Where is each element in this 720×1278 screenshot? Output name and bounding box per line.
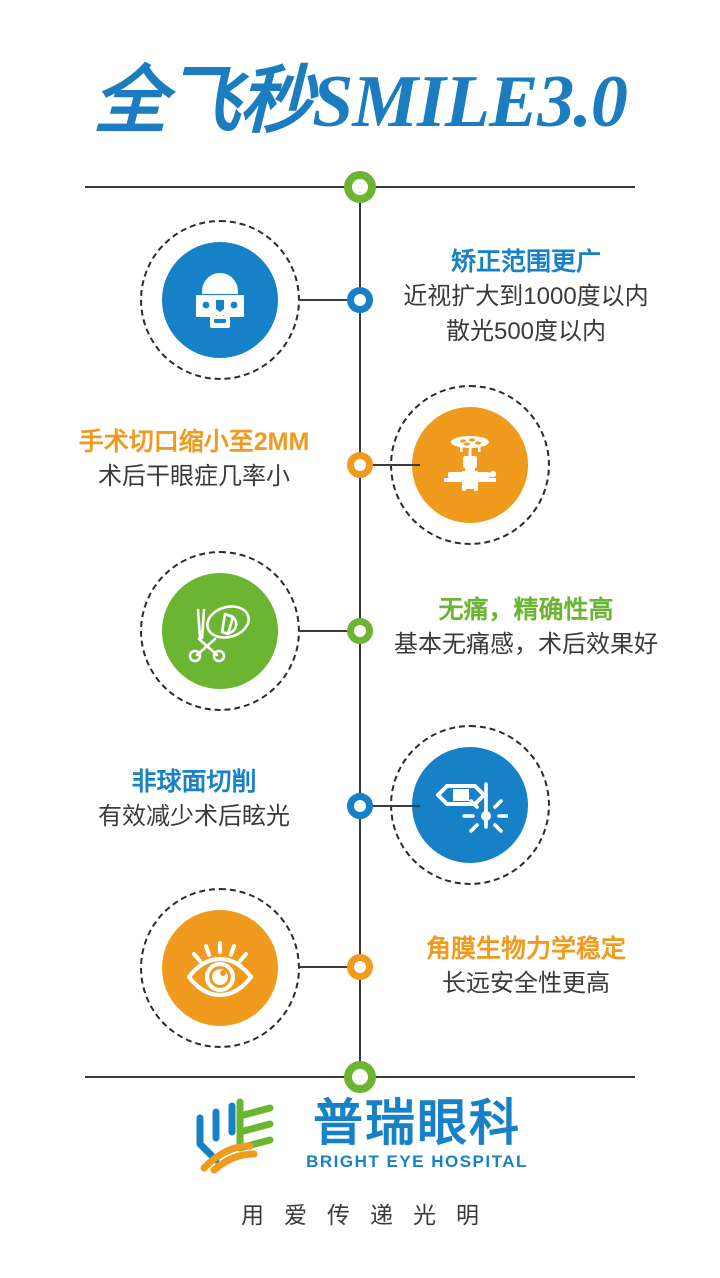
eye-with-lashes-icon xyxy=(162,910,278,1026)
timeline-node-5 xyxy=(347,954,373,980)
timeline-node-2 xyxy=(347,452,373,478)
timeline-node-3 xyxy=(347,618,373,644)
logo-text-block: 普瑞眼科 BRIGHT EYE HOSPITAL xyxy=(306,1095,528,1173)
timeline-node-4 xyxy=(347,793,373,819)
face-with-glasses-icon xyxy=(162,242,278,358)
logo-name-cn: 普瑞眼科 xyxy=(313,1095,521,1151)
feature-heading-5: 角膜生物力学稳定 xyxy=(425,935,626,963)
feature-text-5: 角膜生物力学稳定 长远安全性更高 xyxy=(376,932,676,1001)
feature-icon-2 xyxy=(390,385,550,545)
operating-room-icon xyxy=(412,407,528,523)
connector-3 xyxy=(300,630,360,632)
feature-line-5-0: 长远安全性更高 xyxy=(442,970,610,997)
feature-heading-4: 非球面切削 xyxy=(131,768,257,796)
dashed-ring-3 xyxy=(140,551,300,711)
feature-text-3: 无痛，精确性高 基本无痛感，术后效果好 xyxy=(376,593,676,662)
feature-heading-3: 无痛，精确性高 xyxy=(438,596,614,624)
connector-5 xyxy=(300,966,360,968)
logo-name-en: BRIGHT EYE HOSPITAL xyxy=(306,1152,528,1171)
feature-text-4: 非球面切削 有效减少术后眩光 xyxy=(44,765,344,834)
title-block: 全飞秒SMILE3.0 xyxy=(0,60,720,144)
brand-mark-icon xyxy=(196,1098,274,1174)
footer-logo: 普瑞眼科 BRIGHT EYE HOSPITAL xyxy=(0,1092,720,1176)
timeline-node-top xyxy=(344,171,376,203)
connector-2 xyxy=(360,464,420,466)
feature-line-3-0: 基本无痛感，术后效果好 xyxy=(394,631,658,658)
timeline-node-bottom xyxy=(344,1061,376,1093)
surgical-instruments-icon xyxy=(162,573,278,689)
feature-text-2: 手术切口缩小至2MM 术后干眼症几率小 xyxy=(44,425,344,494)
feature-line-1-0: 近视扩大到1000度以内 xyxy=(403,283,649,310)
connector-1 xyxy=(300,299,360,301)
feature-icon-5 xyxy=(140,888,300,1048)
footer-tagline: 用爱传递光明 xyxy=(241,1202,499,1228)
feature-icon-3 xyxy=(140,551,300,711)
feature-heading-1: 矫正范围更广 xyxy=(450,248,601,276)
connector-4 xyxy=(360,805,420,807)
dashed-ring-5 xyxy=(140,888,300,1048)
timeline-node-1 xyxy=(347,287,373,313)
feature-line-2-0: 术后干眼症几率小 xyxy=(98,463,290,490)
feature-icon-4 xyxy=(390,725,550,885)
dashed-ring-1 xyxy=(140,220,300,380)
feature-line-1-1: 散光500度以内 xyxy=(445,318,607,345)
page-title: 全飞秒SMILE3.0 xyxy=(93,61,628,143)
feature-heading-2: 手术切口缩小至2MM xyxy=(78,428,310,456)
feature-icon-1 xyxy=(140,220,300,380)
feature-text-1: 矫正范围更广 近视扩大到1000度以内 散光500度以内 xyxy=(376,245,676,349)
eye-laser-icon xyxy=(412,747,528,863)
feature-line-4-0: 有效减少术后眩光 xyxy=(98,803,290,830)
